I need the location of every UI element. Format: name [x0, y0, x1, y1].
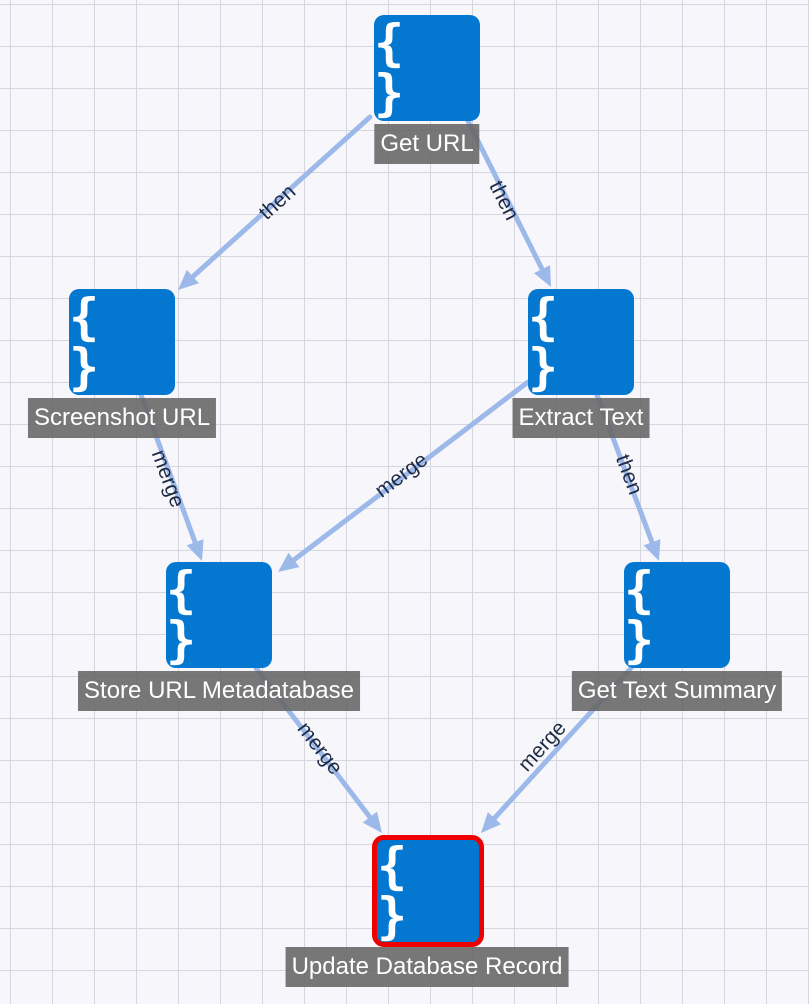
node-store-url-metadatabase[interactable]: { }	[166, 562, 272, 668]
node-label-screenshot-url[interactable]: Screenshot URL	[27, 398, 217, 438]
edge-arrowhead	[186, 539, 204, 561]
edge-arrowhead	[643, 539, 661, 561]
edge-arrowhead	[534, 265, 551, 287]
node-get-text-summary[interactable]: { }	[624, 562, 730, 668]
node-extract-text[interactable]: { }	[528, 289, 634, 395]
curly-braces-icon: { }	[528, 288, 565, 396]
edge-label: merge	[147, 447, 189, 511]
node-update-database-record[interactable]: { }	[372, 835, 484, 947]
node-label-extract-text[interactable]: Extract Text	[512, 398, 650, 438]
node-get-url[interactable]: { }	[374, 15, 480, 121]
node-label-update-database-record[interactable]: Update Database Record	[285, 947, 569, 987]
edge-extract-text-to-store-url-metadatabase[interactable]	[291, 379, 531, 563]
edge-label: merge	[371, 448, 432, 502]
curly-braces-icon: { }	[69, 288, 106, 396]
edge-label: merge	[293, 718, 347, 779]
curly-braces-icon: { }	[166, 561, 203, 669]
node-label-store-url-metadatabase[interactable]: Store URL Metadatabase	[78, 671, 360, 711]
curly-braces-icon: { }	[374, 14, 411, 122]
curly-braces-icon: { }	[624, 561, 661, 669]
node-screenshot-url[interactable]: { }	[69, 289, 175, 395]
curly-braces-icon: { }	[377, 837, 414, 945]
node-label-get-text-summary[interactable]: Get Text Summary	[571, 671, 783, 711]
edge-arrowhead	[278, 552, 300, 572]
edge-arrowhead	[481, 812, 502, 833]
node-label-get-url[interactable]: Get URL	[374, 124, 480, 164]
edge-get-url-to-screenshot-url[interactable]	[190, 114, 373, 280]
edge-arrowhead	[178, 269, 199, 290]
edge-arrowhead	[362, 811, 382, 833]
edge-label: then	[611, 451, 647, 497]
